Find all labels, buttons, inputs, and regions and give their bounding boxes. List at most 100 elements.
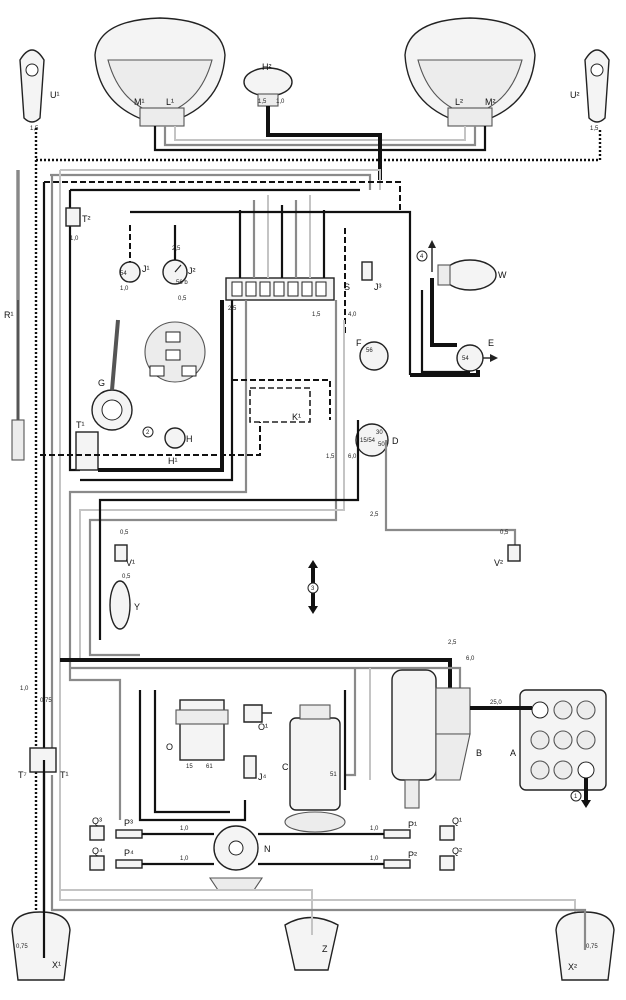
ground-marker-4: 4 [420,254,424,260]
wiper-wiring [410,278,480,377]
generator [284,704,346,833]
terminal-label: 50 [378,442,385,448]
gauge-label: 2,5 [370,512,379,518]
ground-marker-1: 1 [574,794,578,800]
label-p2: P² [408,850,417,860]
turn-signal-left [19,49,45,123]
gauge-label: 0,5 [500,530,509,536]
connector-t2 [65,207,81,227]
fuel-gauge [109,580,131,630]
label-c: C [282,762,289,772]
gauge-label: 0,5 [178,296,187,302]
label-x2: X² [568,962,577,972]
terminal-label: 51 [330,772,337,778]
gauge-label: 1,0 [70,236,79,242]
front-harness [34,106,602,210]
headlight-relay [91,319,133,431]
antenna [11,170,25,461]
label-n: N [264,844,271,854]
label-j4: J⁴ [258,772,267,782]
coil [243,755,257,779]
label-d: D [392,436,399,446]
plug-wiring [142,832,384,866]
gauge-label: 1,0 [180,826,189,832]
horn-button [164,427,186,449]
label-o: O [166,742,173,752]
terminal-label: 15 [186,764,193,770]
gauge-label: 4,0 [348,312,357,318]
gauge-label: 1,0 [370,826,379,832]
gauge-label: 1,0 [370,856,379,862]
label-v2: V² [494,558,503,568]
gauge-label: 1,0 [180,856,189,862]
rear-wiring [42,760,587,958]
label-l1: L¹ [166,97,174,107]
terminal-label: 54 [120,271,127,277]
terminal-label: 61 [206,764,213,770]
label-j2: J² [188,266,196,276]
ground-marker-3: 3 [311,586,315,592]
battery [519,689,607,791]
label-r1: R¹ [4,310,14,320]
label-m1: M¹ [134,97,145,107]
label-l2: L² [455,97,463,107]
dome-right [507,544,521,562]
label-q3: Q³ [92,816,102,826]
gauge-label: 0,5 [120,530,129,536]
label-j3: J³ [374,282,382,292]
tail-q2 [439,855,455,871]
gauge-label: 1,0 [20,686,29,692]
relay-j3 [361,261,373,281]
label-y: Y [134,602,140,612]
wiper-switch [456,344,498,372]
label-v1: V¹ [126,558,135,568]
label-x1: X¹ [52,960,61,970]
light-switch [144,321,206,383]
label-t1: T¹ [76,420,85,430]
label-p4: P⁴ [124,848,134,858]
label-h: H [186,434,193,444]
terminal-label: 15/54 [360,438,376,444]
gauge-label: 6,0 [466,656,475,662]
ground-marker-2-circle [142,426,154,438]
gauge-label: 0,75 [16,944,28,950]
fuse-box-wiring [129,195,412,375]
label-k1: K¹ [292,412,301,422]
label-h2: H² [262,62,272,72]
gauge-label: 25,0 [490,700,502,706]
gauge-label: 0,75 [40,698,52,704]
gauge-label: 2,5 [448,640,457,646]
tail-q4 [89,855,105,871]
label-p3: P³ [124,818,133,828]
ground-marker-1-circle [570,790,582,802]
label-m2: M² [485,97,496,107]
distributor [208,825,264,891]
regulator [175,699,229,761]
wiper-motor [428,240,497,291]
starter [391,669,471,809]
license-light [284,916,339,971]
label-b: B [476,748,482,758]
label-t1b: T¹ [60,770,69,780]
label-w: W [498,270,507,280]
terminal-label: 30 [376,430,383,436]
label-o1: O¹ [258,722,268,732]
label-t2: T² [82,214,91,224]
label-q4: Q⁴ [92,846,103,856]
switch-f [359,341,389,371]
ground-marker-3-circle [307,582,319,594]
dome-left [114,544,128,562]
tail-q1 [439,825,455,841]
gauge-label: 6,0 [348,454,357,460]
gauge-label: 1,5 [30,126,39,132]
label-j1: J¹ [142,264,150,274]
fuse-box [225,277,335,301]
tail-q3 [89,825,105,841]
relay-k1 [249,387,311,423]
gauge-label: 2,5 [228,306,237,312]
label-q2: Q² [452,846,462,856]
headlight-left [94,17,226,127]
gauge-label: 1,5 [258,99,267,105]
label-f: F [356,338,362,348]
